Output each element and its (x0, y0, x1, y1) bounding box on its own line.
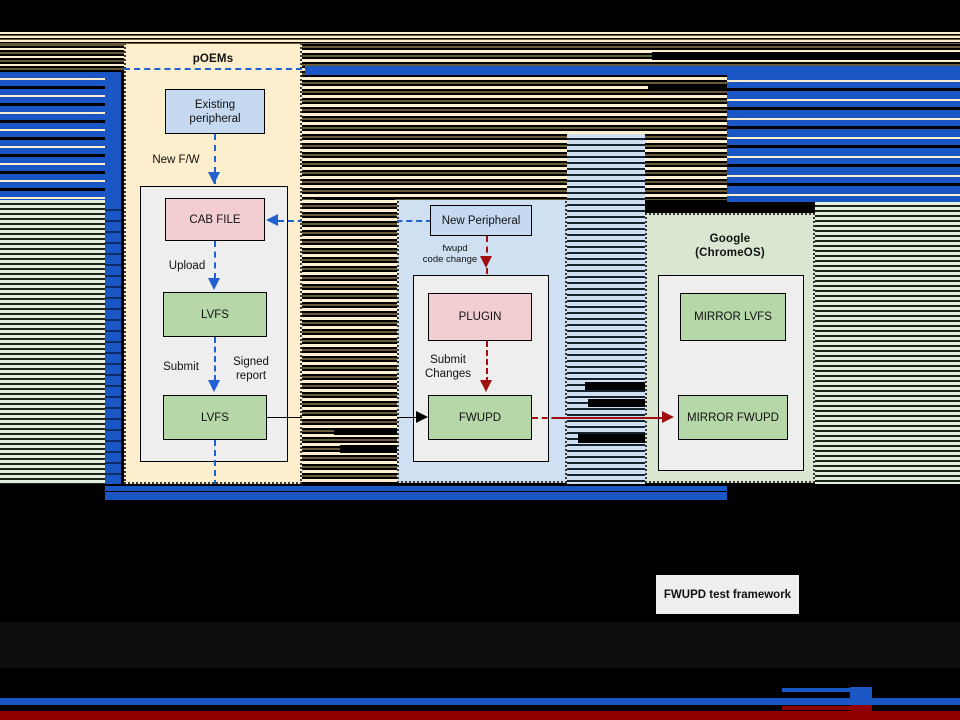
label-signed-report-line2: report (235, 370, 267, 382)
node-mirror-lvfs-label: MIRROR LVFS (694, 311, 772, 323)
node-existing-peripheral: Existing peripheral (165, 89, 265, 134)
label-fwupd-code-change-line1: fwupd (442, 243, 468, 254)
arrow-submit-changes-head (480, 380, 492, 392)
node-mirror-lvfs: MIRROR LVFS (680, 293, 786, 341)
arrow-submit-head (208, 380, 220, 392)
node-fwupd-label: FWUPD (458, 411, 502, 424)
arrow-new-fw-head (208, 172, 220, 184)
label-fwupd-code-change-line2: code change (422, 254, 478, 265)
node-fwupd: FWUPD (428, 395, 532, 440)
panel-plugin-developers-title-line2: Chipset Vendors (435, 168, 529, 180)
connector-top-dashed-blue (124, 68, 302, 70)
arrow-mirror-fwupd-head (662, 411, 674, 423)
panel-google-title-line2: (ChromeOS) (695, 247, 765, 259)
label-upload: Upload (168, 260, 206, 272)
panel-poems-title: pOEMs (192, 53, 234, 65)
label-signed-report-line1: Signed (233, 356, 269, 368)
panel-google-title-line1: Google (709, 233, 751, 245)
node-existing-peripheral-line2: peripheral (189, 112, 241, 125)
fwupd-test-framework-label: FWUPD test framework (663, 588, 792, 601)
arrow-cabfile-head (266, 214, 278, 226)
connector-fwupd-to-mirror-fwupd (532, 417, 664, 419)
connector-newperipheral-to-cabfile (278, 220, 432, 222)
node-mirror-fwupd-label: MIRROR FWUPD (687, 411, 779, 424)
node-lvfs-upload: LVFS (163, 292, 267, 337)
label-submit-changes-line2: Changes (424, 368, 472, 380)
arrow-fwupd-code-change-head (480, 256, 492, 268)
panel-plugin-developers-title-line1: Plugin Developers/ (428, 154, 536, 166)
connector-lvfs-to-fwupd (267, 417, 419, 418)
node-mirror-fwupd: MIRROR FWUPD (678, 395, 788, 440)
label-submit-changes-line1: Submit (430, 354, 466, 366)
node-lvfs-upload-label: LVFS (201, 308, 229, 321)
fwupd-test-framework-box: FWUPD test framework (656, 575, 799, 614)
node-cab-file: CAB FILE (165, 198, 265, 241)
arrow-new-fw-line (214, 134, 216, 184)
node-new-peripheral-label: New Peripheral (441, 214, 521, 227)
arrow-submit-changes-line (486, 341, 488, 383)
arrow-upload-line (214, 241, 216, 279)
node-new-peripheral: New Peripheral (430, 205, 532, 236)
arrow-submit-line (214, 337, 216, 381)
label-new-fw: New F/W (152, 154, 200, 166)
node-existing-peripheral-line1: Existing (194, 98, 236, 111)
node-plugin: PLUGIN (428, 293, 532, 341)
node-lvfs-submit: LVFS (163, 395, 267, 440)
node-lvfs-submit-label: LVFS (201, 411, 229, 424)
arrow-upload-head (208, 278, 220, 290)
connector-poems-bottom-tail (214, 440, 216, 486)
arrow-lvfs-to-fwupd-head (416, 411, 428, 423)
node-plugin-label: PLUGIN (458, 311, 502, 323)
arrow-fwupd-code-change-line (486, 236, 488, 274)
label-submit: Submit (163, 361, 199, 373)
node-cab-file-label: CAB FILE (189, 213, 241, 226)
